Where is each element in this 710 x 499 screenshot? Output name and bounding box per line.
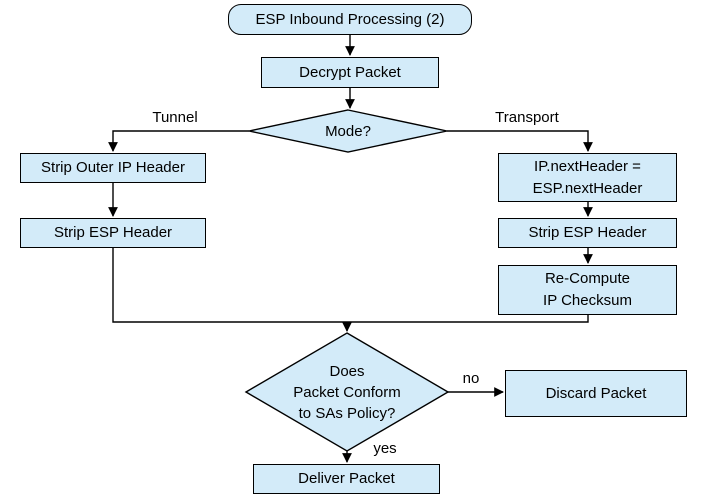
node-recompute-line1: Re-Compute xyxy=(544,270,631,287)
node-recompute-line2: IP Checksum xyxy=(543,292,632,309)
node-discard-packet-label: Discard Packet xyxy=(545,384,647,402)
edge-mode-tunnel xyxy=(108,130,249,152)
node-ip-nextheader-line2: ESP.nextHeader xyxy=(532,179,643,197)
node-strip-esp-header-left: Strip ESP Header xyxy=(20,218,206,248)
node-decrypt-packet: Decrypt Packet xyxy=(261,57,439,88)
edge-label-tunnel: Tunnel xyxy=(152,109,198,126)
edge-right-merge xyxy=(347,315,589,323)
node-start-label: ESP Inbound Processing (2) xyxy=(255,10,445,28)
node-ip-nextheader: IP.nextHeader = ESP.nextHeader xyxy=(498,153,677,202)
node-strip-esp-header-left-label: Strip ESP Header xyxy=(53,224,173,241)
edge-left-merge xyxy=(112,248,347,323)
node-strip-outer-ip-header: Strip Outer IP Header xyxy=(20,153,206,183)
node-recompute-ip-checksum: Re-Compute IP Checksum xyxy=(498,265,677,315)
node-ip-nextheader-line1: IP.nextHeader = xyxy=(534,157,641,175)
node-deliver-packet: Deliver Packet xyxy=(253,464,440,494)
node-strip-esp-header-right: Strip ESP Header xyxy=(498,218,677,248)
node-discard-packet: Discard Packet xyxy=(505,370,687,417)
edge-label-yes: yes xyxy=(373,440,397,457)
node-start: ESP Inbound Processing (2) xyxy=(228,4,472,35)
node-strip-esp-header-right-label: Strip ESP Header xyxy=(528,224,647,241)
policy-decision-diamond xyxy=(244,332,450,452)
node-strip-outer-ip-header-label: Strip Outer IP Header xyxy=(41,159,185,176)
node-deliver-packet-label: Deliver Packet xyxy=(298,470,395,487)
edge-label-no: no xyxy=(462,370,480,387)
mode-decision-diamond xyxy=(248,109,448,153)
edge-label-transport: Transport xyxy=(495,109,559,126)
edge-mode-transport xyxy=(447,130,593,152)
node-decrypt-packet-label: Decrypt Packet xyxy=(299,63,401,81)
